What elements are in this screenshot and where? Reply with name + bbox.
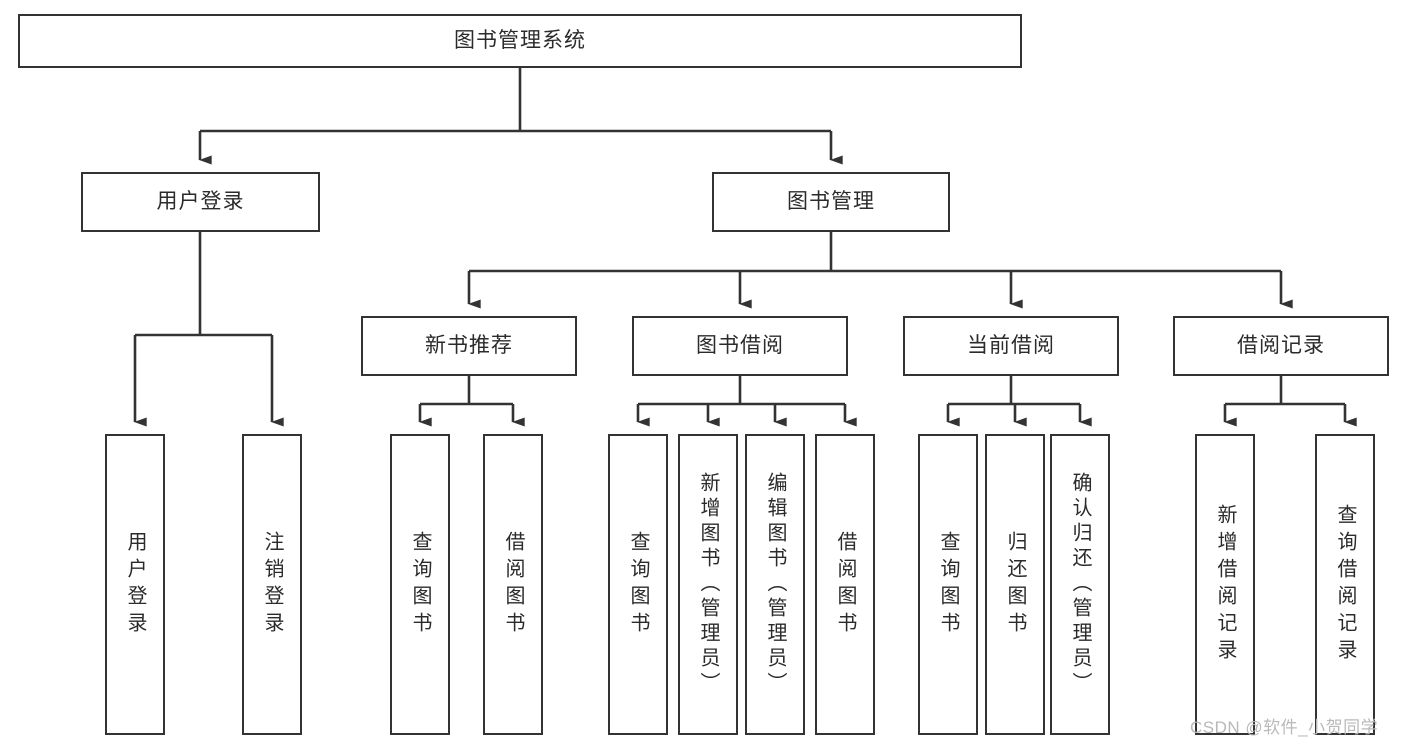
node-leaf-borrow-book-b[interactable]: 借阅图书 — [815, 434, 875, 735]
node-label: 图书借阅 — [696, 333, 784, 357]
node-leaf-query-book-b[interactable]: 查询图书 — [608, 434, 668, 735]
node-label: 确认归还（管理员） — [1069, 472, 1091, 697]
node-label: 查询借阅记录 — [1334, 503, 1356, 666]
node-book-borrow[interactable]: 图书借阅 — [632, 316, 848, 376]
node-label: 图书管理 — [787, 189, 875, 213]
node-book-manage[interactable]: 图书管理 — [712, 172, 950, 232]
node-label: 查询图书 — [937, 530, 959, 639]
node-leaf-return-book[interactable]: 归还图书 — [985, 434, 1045, 735]
node-leaf-confirm-return-admin[interactable]: 确认归还（管理员） — [1050, 434, 1110, 735]
node-leaf-add-book-admin[interactable]: 新增图书（管理员） — [678, 434, 738, 735]
node-leaf-query-book-a[interactable]: 查询图书 — [390, 434, 450, 735]
node-leaf-add-borrow-record[interactable]: 新增借阅记录 — [1195, 434, 1255, 735]
node-leaf-borrow-book-a[interactable]: 借阅图书 — [483, 434, 543, 735]
node-user-login[interactable]: 用户登录 — [81, 172, 320, 232]
node-label: 当前借阅 — [967, 333, 1055, 357]
node-label: 借阅图书 — [502, 530, 524, 639]
node-label: 借阅图书 — [834, 530, 856, 639]
node-label: 新书推荐 — [425, 333, 513, 357]
node-leaf-logout-login[interactable]: 注销登录 — [242, 434, 302, 735]
node-root[interactable]: 图书管理系统 — [18, 14, 1022, 68]
node-label: 注销登录 — [261, 530, 283, 639]
node-current-borrow[interactable]: 当前借阅 — [903, 316, 1119, 376]
node-label: 查询图书 — [409, 530, 431, 639]
node-label: 图书管理系统 — [454, 28, 586, 52]
node-label: 编辑图书（管理员） — [764, 472, 786, 697]
node-leaf-edit-book-admin[interactable]: 编辑图书（管理员） — [745, 434, 805, 735]
node-label: 查询图书 — [627, 530, 649, 639]
node-label: 新增借阅记录 — [1214, 503, 1236, 666]
node-leaf-query-book-c[interactable]: 查询图书 — [918, 434, 978, 735]
node-borrow-record[interactable]: 借阅记录 — [1173, 316, 1389, 376]
node-label: 用户登录 — [124, 530, 146, 639]
node-new-book-recommend[interactable]: 新书推荐 — [361, 316, 577, 376]
node-label: 借阅记录 — [1237, 333, 1325, 357]
node-label: 用户登录 — [156, 189, 245, 213]
node-leaf-query-borrow-record[interactable]: 查询借阅记录 — [1315, 434, 1375, 735]
node-leaf-user-login[interactable]: 用户登录 — [105, 434, 165, 735]
node-label: 新增图书（管理员） — [697, 472, 719, 697]
node-label: 归还图书 — [1004, 530, 1026, 639]
watermark-text: CSDN @软件_小贺同学 — [1190, 718, 1379, 737]
